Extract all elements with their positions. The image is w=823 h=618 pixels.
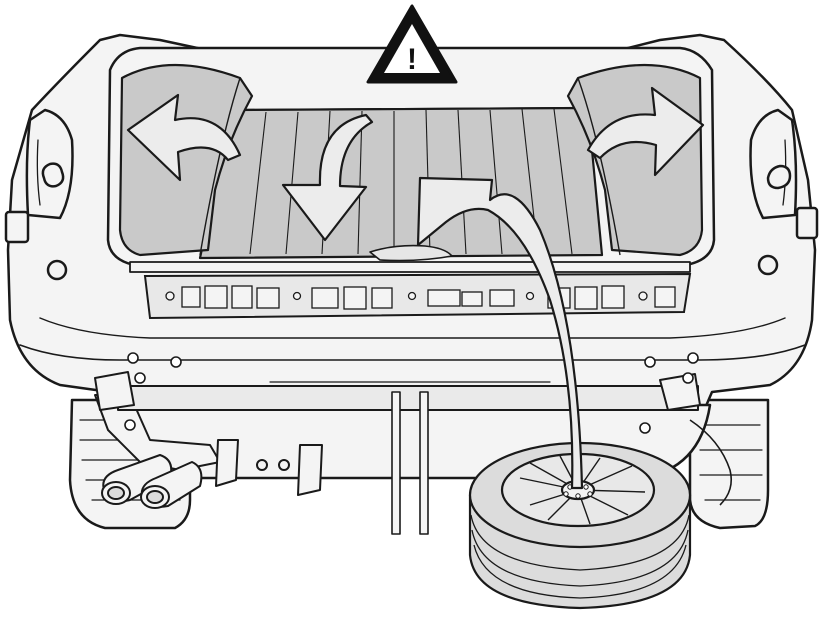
curved-arrow-floor-down-icon (281, 113, 374, 242)
right-tire-treads (699, 424, 763, 501)
mount-bolts (124, 352, 699, 434)
warning-triangle-inner (384, 24, 440, 73)
hanger-hole-2 (278, 459, 290, 471)
bumper-latch-strip (143, 272, 692, 320)
right-strut-mount (795, 206, 819, 240)
left-taillight-inner (36, 139, 41, 206)
left-hanger (215, 439, 239, 487)
floor-handle (369, 244, 453, 262)
left-strut-mount (4, 210, 30, 244)
exhaust-tips (101, 454, 203, 509)
curved-arrow-left-panel-icon (126, 93, 242, 182)
latch-strip-details (165, 285, 676, 310)
warning-symbol: ! (407, 43, 417, 76)
trunk-sill (129, 261, 691, 273)
bumper-crease (39, 317, 786, 339)
tow-bar (117, 385, 699, 411)
right-rear-tire (688, 398, 770, 530)
mid-hanger (297, 444, 323, 496)
instruction-arrows (126, 86, 705, 490)
left-reflector (46, 259, 68, 281)
right-taillight (749, 108, 798, 220)
right-underbody-pipe (689, 419, 733, 506)
right-tow-mount (659, 373, 701, 411)
warning-triangle-icon: ! (366, 4, 458, 84)
right-bag-hook (766, 164, 792, 190)
left-tow-mount (94, 371, 135, 411)
curved-arrow-tire-path-icon (416, 176, 584, 490)
right-reflector (757, 254, 779, 276)
left-bag-hook (41, 162, 65, 188)
curved-arrow-right-panel-icon (586, 86, 705, 177)
bumper-line (19, 344, 806, 361)
hanger-hole-1 (256, 459, 268, 471)
jack-rails (391, 391, 429, 535)
spare-wheel (468, 441, 692, 610)
underbody (94, 352, 733, 535)
spare-tire-treads (470, 514, 690, 599)
